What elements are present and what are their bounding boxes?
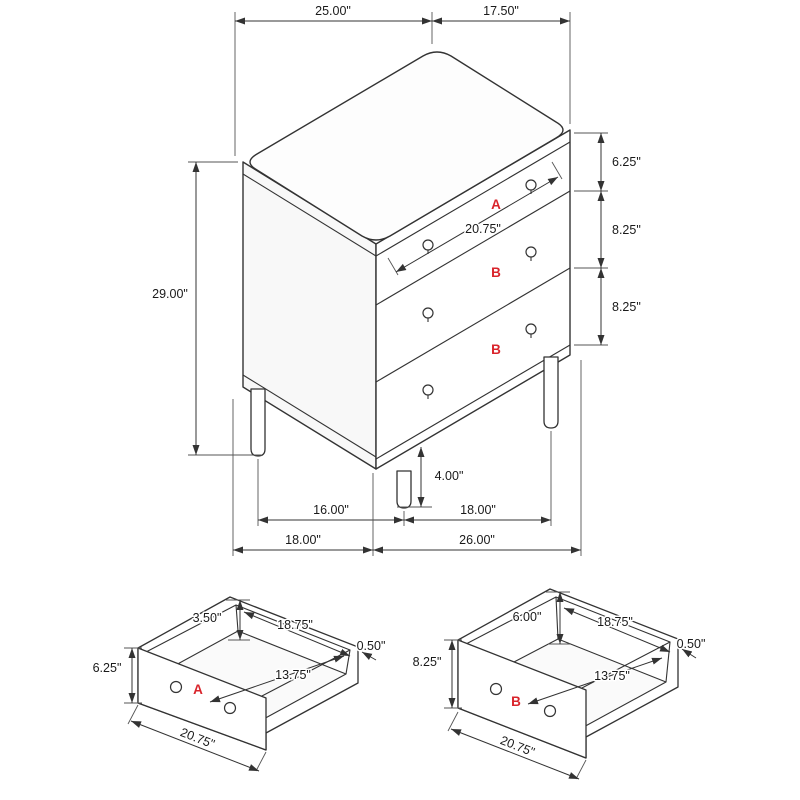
extension-line xyxy=(127,704,139,725)
knob-icon xyxy=(169,680,183,694)
dimension-line xyxy=(243,611,351,657)
dim-text-top-width: 25.00" xyxy=(315,4,351,18)
dim-drawer-b-inner-depth: 13.75" xyxy=(527,657,663,705)
dim-text: 6.00" xyxy=(513,610,542,624)
dimension-line xyxy=(209,655,345,703)
dim-text-base-depth: 18.00" xyxy=(285,533,321,547)
leader-line xyxy=(361,651,377,661)
dim-drawer-b-inner-width: 18.75" xyxy=(563,607,671,653)
knob-icon xyxy=(422,307,434,319)
knob-icon xyxy=(543,704,557,718)
drawer-divider-3 xyxy=(375,344,571,460)
dim-text: 3.50" xyxy=(193,611,222,625)
knob-icon xyxy=(525,323,537,335)
drawer-a-detail-view: A 3.50" 18.75" 0.50" 6.25" 13.75" xyxy=(91,596,387,772)
leader-line xyxy=(681,648,697,659)
drawer-b1-label: B xyxy=(491,265,501,280)
dim-leg-spacing: 16.00" 18.00" xyxy=(257,431,552,526)
dim-drawer-a-back-height: 3.50" xyxy=(191,599,250,641)
chest-legs xyxy=(250,356,559,509)
knob-icon xyxy=(422,239,434,251)
dim-text: 8.25" xyxy=(413,655,442,669)
dim-text-leg-spacing-side: 18.00" xyxy=(460,503,496,517)
dim-overall-height: 29.00" xyxy=(151,161,262,456)
leg-left xyxy=(250,388,266,457)
chest-top-surface xyxy=(249,51,564,241)
dim-base-footprint: 18.00" 26.00" xyxy=(232,360,582,556)
dimension-line xyxy=(395,176,559,273)
knob-icon xyxy=(223,701,237,715)
drawer-a-label: A xyxy=(491,197,501,212)
chest-main-view: A B B 25.00" 17.50" 29.00" xyxy=(151,3,642,556)
knob-icon xyxy=(525,246,537,258)
dim-text: 6.25" xyxy=(93,661,122,675)
dim-text: 13.75" xyxy=(275,668,311,682)
dimension-line xyxy=(563,607,671,653)
dim-drawer-a-front-height: 6.25" xyxy=(91,647,142,704)
dim-text: 0.50" xyxy=(677,637,706,651)
dim-text-leg-height: 4.00" xyxy=(435,469,464,483)
dim-text: 18.75" xyxy=(597,615,633,629)
dim-drawer-front-width: 20.75" xyxy=(387,161,563,276)
drawer-divider-2 xyxy=(375,267,571,383)
dim-drawer-a-panel-thickness: 0.50" xyxy=(355,638,387,661)
dim-text-drawer-b2-height: 8.25" xyxy=(612,300,641,314)
leg-right xyxy=(543,356,559,429)
drawer-b-detail-label: B xyxy=(511,694,521,709)
drawer-a-detail-label: A xyxy=(193,682,203,697)
dim-text-drawer-a-height: 6.25" xyxy=(612,155,641,169)
dim-text-leg-spacing-front: 16.00" xyxy=(313,503,349,517)
dimension-line xyxy=(527,657,663,705)
dim-drawer-heights: 6.25" 8.25" 8.25" xyxy=(574,132,642,346)
knob-icon xyxy=(422,384,434,396)
dim-drawer-b-back-height: 6.00" xyxy=(511,591,570,645)
extension-line xyxy=(447,711,459,732)
dim-text-drawer-b1-height: 8.25" xyxy=(612,223,641,237)
dim-drawer-b-front-height: 8.25" xyxy=(411,639,462,709)
dim-text: 13.75" xyxy=(594,669,630,683)
dim-text: 0.50" xyxy=(357,639,386,653)
dim-text-overall-height: 29.00" xyxy=(152,287,188,301)
knob-icon xyxy=(489,682,503,696)
dim-top-width: 25.00" 17.50" xyxy=(234,3,571,156)
knob-icon xyxy=(525,179,537,191)
dim-drawer-b-panel-thickness: 0.50" xyxy=(675,636,707,659)
dim-text-base-width: 26.00" xyxy=(459,533,495,547)
extension-line xyxy=(551,161,563,180)
dim-drawer-a-inner-depth: 13.75" xyxy=(209,655,345,703)
dim-text-drawer-front-width: 20.75" xyxy=(465,222,501,236)
dim-text-top-depth: 17.50" xyxy=(483,4,519,18)
drawer-b-detail-view: B 6.00" 18.75" 0.50" 8.25" 13.75" xyxy=(411,588,707,780)
dim-leg-height: 4.00" xyxy=(397,447,465,508)
drawer-b2-label: B xyxy=(491,342,501,357)
dim-text: 18.75" xyxy=(277,618,313,632)
dimension-line xyxy=(130,720,260,772)
dimension-line xyxy=(450,728,580,780)
dim-drawer-a-inner-width: 18.75" xyxy=(243,611,351,657)
leg-front xyxy=(396,470,412,509)
